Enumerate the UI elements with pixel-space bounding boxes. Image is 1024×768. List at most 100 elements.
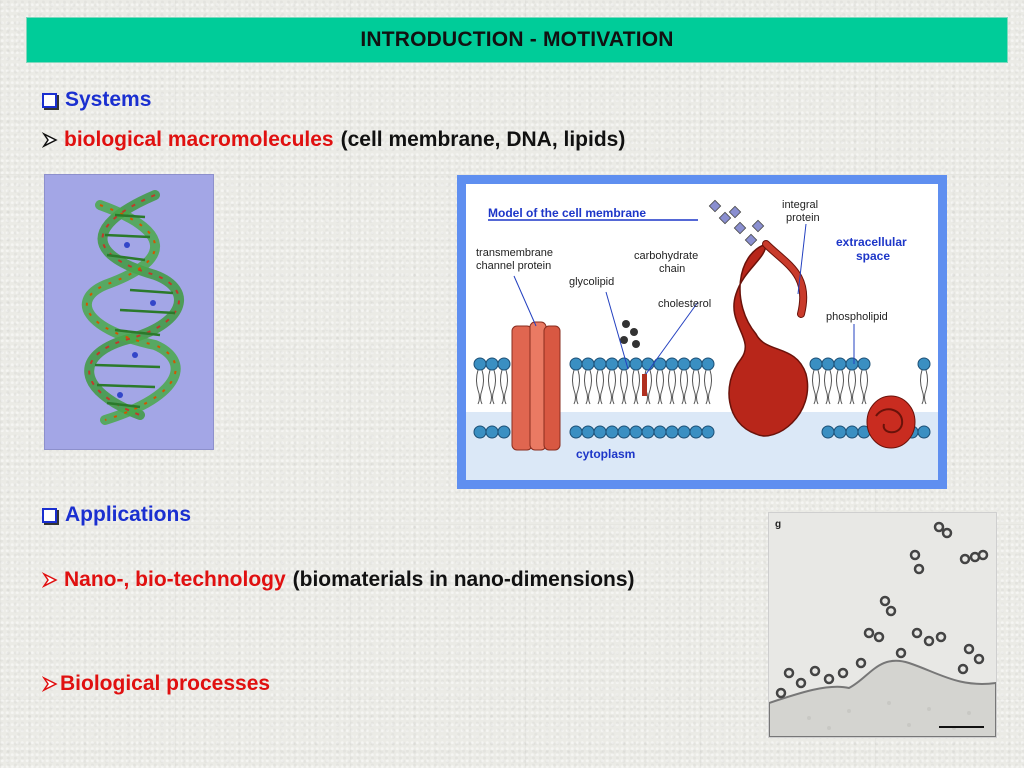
lipid-tail: [608, 369, 612, 405]
lipid-tail: [672, 369, 676, 405]
phospholipid-head: [689, 357, 703, 371]
phospholipid-head: [833, 425, 847, 439]
lipid-tail: [852, 369, 856, 405]
phospholipid-head: [917, 357, 931, 371]
systems-label: Systems: [65, 88, 152, 111]
panel-letter: g: [775, 519, 781, 530]
phospholipid-head: [917, 425, 931, 439]
phospholipid-head: [701, 357, 715, 371]
lipid-tail: [684, 369, 688, 405]
phospholipid-head: [485, 425, 499, 439]
lipid-tail: [828, 369, 832, 405]
phospholipid-head: [665, 425, 679, 439]
phospholipid-head: [569, 357, 583, 371]
phospholipid-head: [473, 357, 487, 371]
phospholipid-head: [569, 425, 583, 439]
lipid-tail: [692, 369, 696, 405]
phospholipid-head: [845, 357, 859, 371]
lipid-tail: [500, 369, 504, 405]
dna-helix-illustration: [81, 190, 184, 425]
lipid-tail: [572, 369, 576, 405]
lipid-tail: [812, 369, 816, 405]
transmembrane-channel-protein: [511, 321, 561, 451]
phospholipid-head: [857, 357, 871, 371]
nano-term: Nano-, bio-technology: [64, 568, 286, 591]
macromolecules-detail: (cell membrane, DNA, lipids): [340, 128, 626, 151]
phospholipid-head: [641, 357, 655, 371]
lipid-tail: [924, 369, 928, 405]
lipid-tail: [696, 369, 700, 405]
phospholipid-head: [833, 357, 847, 371]
lipid-tail: [704, 369, 708, 405]
processes-label: Biological processes: [60, 672, 271, 695]
lipid-tail: [636, 369, 640, 405]
label-space: space: [856, 249, 890, 263]
phospholipid-head: [629, 357, 643, 371]
phospholipid-head: [497, 357, 511, 371]
lipid-tail: [584, 369, 588, 405]
processes-line: Biological processes: [42, 672, 270, 696]
nano-line: Nano-, bio-technology (biomaterials in n…: [42, 568, 635, 592]
phospholipid-head: [677, 425, 691, 439]
integral-protein: [728, 240, 809, 437]
lipid-tail: [668, 369, 672, 405]
lipid-tail: [848, 369, 852, 405]
phospholipid-head: [821, 357, 835, 371]
label-carbohydrate: carbohydrate: [634, 250, 698, 262]
cell-membrane-figure: Model of the cell membrane: [457, 175, 947, 489]
applications-label: Applications: [65, 503, 192, 526]
label-channel-protein: channel protein: [476, 260, 551, 272]
lipid-tail: [596, 369, 600, 405]
label-extracellular: extracellular: [836, 235, 907, 249]
label-cholesterol: cholesterol: [658, 298, 711, 310]
dna-image: [44, 174, 214, 450]
lipid-tail: [708, 369, 712, 405]
phospholipid-head: [641, 425, 655, 439]
square-bullet-icon: [42, 92, 57, 108]
virus-particles: [775, 521, 989, 699]
phospholipid-head: [485, 357, 499, 371]
title-bar: INTRODUCTION - MOTIVATION: [26, 17, 1008, 63]
phospholipid-head: [581, 425, 595, 439]
phospholipid-head: [629, 425, 643, 439]
label-glycolipid: glycolipid: [569, 276, 614, 288]
lipid-tail: [816, 369, 820, 405]
cholesterol-molecule: [642, 374, 647, 396]
lipid-tail: [476, 369, 480, 405]
lipid-tails: [476, 369, 928, 405]
slide-title: INTRODUCTION - MOTIVATION: [360, 28, 674, 51]
lipid-tail: [648, 369, 652, 405]
cell-membrane-diagram: Model of the cell membrane: [466, 199, 938, 480]
lipid-tail: [488, 369, 492, 405]
cell-surface: [768, 659, 997, 738]
phospholipid-head: [701, 425, 715, 439]
label-integral: integral: [782, 199, 818, 211]
phospholipid-head: [677, 357, 691, 371]
lipid-tail: [492, 369, 496, 405]
applications-heading: Applications: [42, 503, 191, 527]
micrograph-image: g: [768, 512, 997, 738]
phospholipid-head: [497, 425, 511, 439]
phospholipid-head: [617, 425, 631, 439]
phospholipid-head: [845, 425, 859, 439]
phospholipid-head: [593, 357, 607, 371]
label-chain: chain: [659, 263, 685, 275]
lipid-tail: [836, 369, 840, 405]
lipid-tail: [588, 369, 592, 405]
phospholipid-head: [665, 357, 679, 371]
phospholipid-head: [605, 357, 619, 371]
macromolecules-term: biological macromolecules: [64, 128, 334, 151]
label-cytoplasm: cytoplasm: [576, 447, 635, 461]
cytoplasm-texture: [807, 701, 971, 730]
arrow-bullet-icon: [42, 572, 58, 588]
phospholipid-head: [581, 357, 595, 371]
lipid-tail: [920, 369, 924, 405]
nano-detail: (biomaterials in nano-dimensions): [292, 568, 635, 591]
lipid-tail: [840, 369, 844, 405]
phospholipid-head: [653, 425, 667, 439]
lipid-tail: [864, 369, 868, 405]
phospholipid-head: [605, 425, 619, 439]
macromolecules-line: biological macromolecules (cell membrane…: [42, 128, 625, 152]
lipid-tail: [600, 369, 604, 405]
lipid-tail: [656, 369, 660, 405]
